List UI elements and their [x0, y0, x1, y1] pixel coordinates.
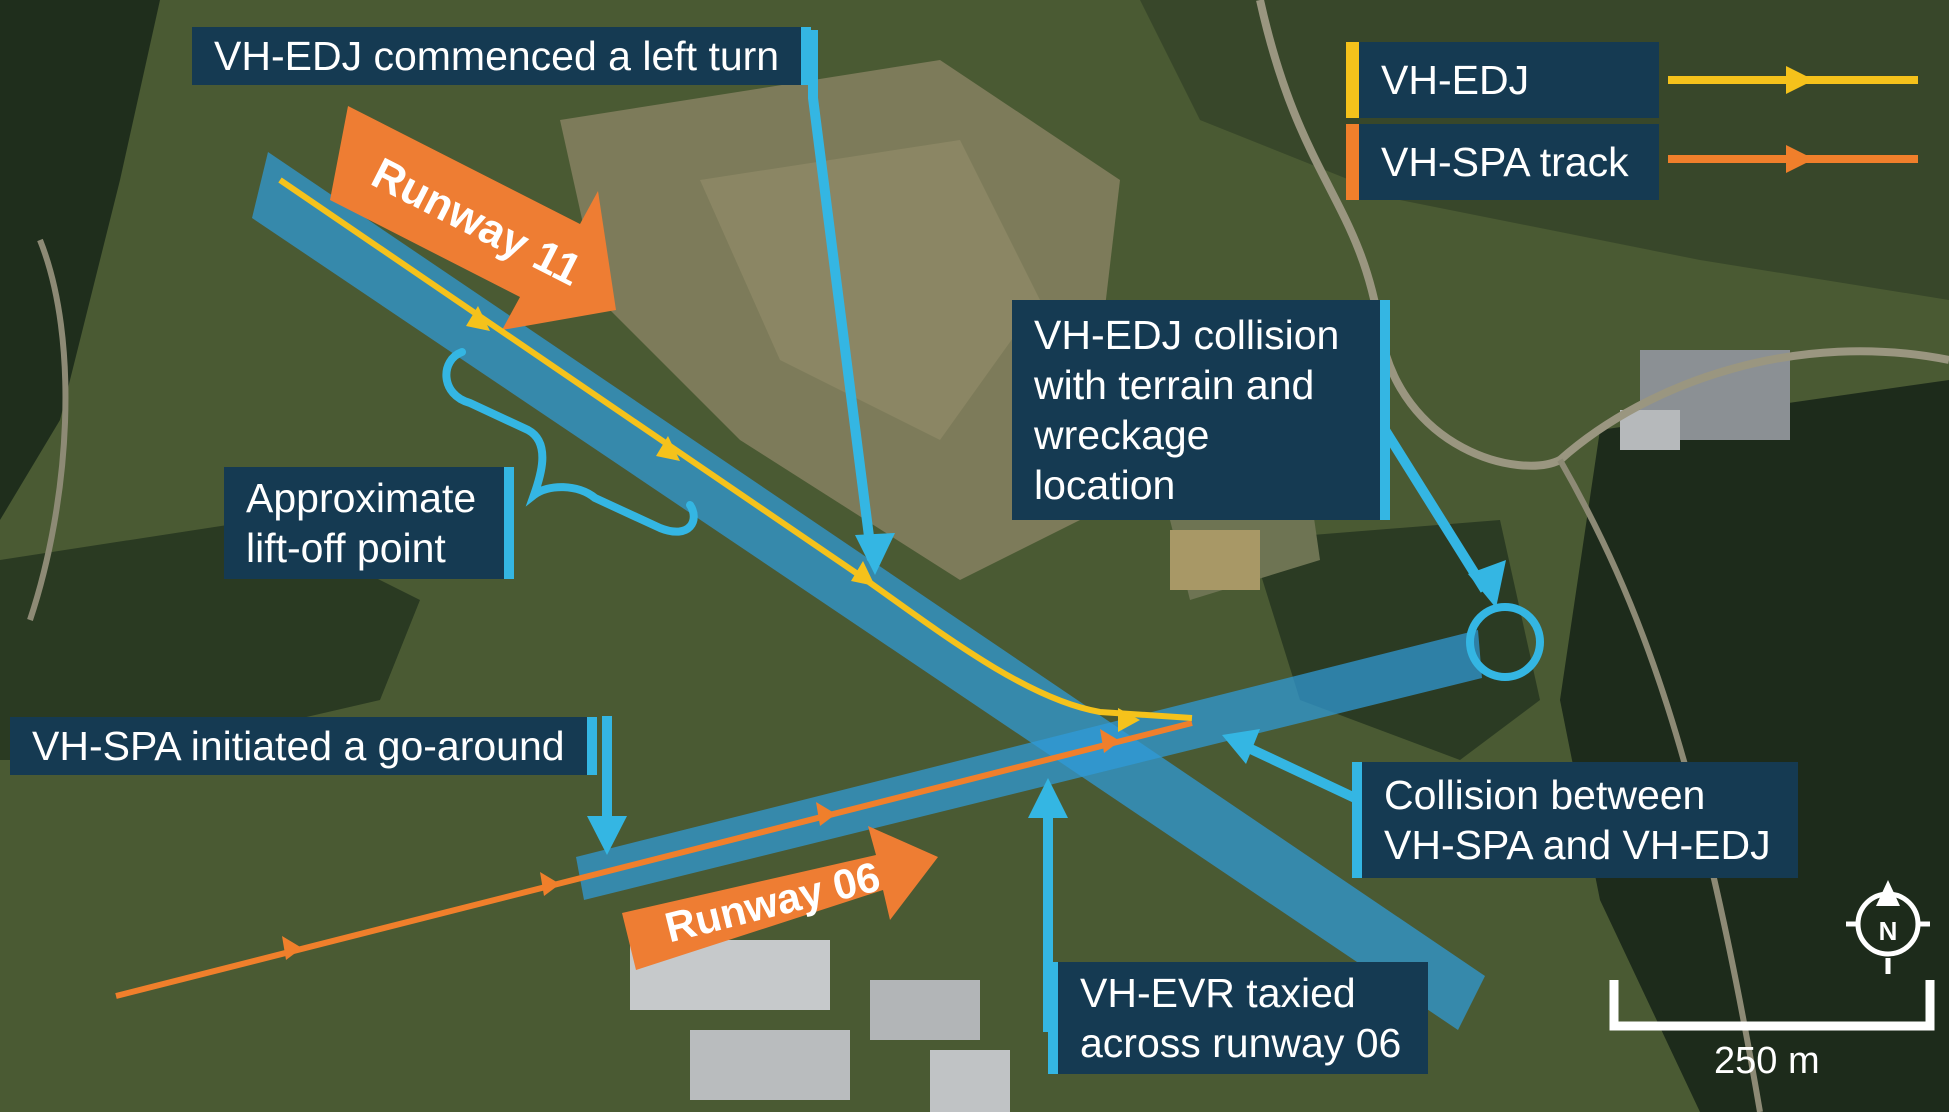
- legend-spa-bar: [1346, 124, 1359, 200]
- wreckage-pointer: [1380, 427, 1490, 593]
- wreckage-arrowhead: [1468, 560, 1506, 608]
- callout-go-around: VH-SPA initiated a go-around: [10, 717, 597, 775]
- building: [1620, 410, 1680, 450]
- road: [1557, 347, 1949, 463]
- collision-pointer: [1235, 738, 1358, 803]
- vh-edj-track-arrowhead: [851, 561, 875, 586]
- compass-label: N: [1879, 916, 1898, 946]
- road: [27, 238, 69, 621]
- vh-edj-track: [278, 177, 1193, 721]
- forest-patch: [1560, 380, 1949, 1112]
- liftoff-brace: [442, 348, 698, 536]
- vh-spa-track-arrowhead: [816, 802, 836, 826]
- legend-swatches: [1346, 42, 1918, 200]
- callout-liftoff: Approximate lift-off point: [224, 467, 514, 579]
- callout-left-turn: VH-EDJ commenced a left turn: [192, 27, 812, 85]
- callout-wreckage: VH-EDJ collision with terrain and wrecka…: [1012, 300, 1390, 520]
- vh-edj-track-arrowhead: [466, 306, 490, 331]
- callout-go-around-text: VH-SPA initiated a go-around: [32, 723, 565, 769]
- hangar-row: [930, 1050, 1010, 1112]
- left-turn-arrowhead: [855, 533, 895, 575]
- callout-evr-line2: across runway 06: [1080, 1020, 1402, 1066]
- vh-spa-track-arrowhead: [1100, 729, 1120, 753]
- runway-06-arrow: [622, 826, 938, 970]
- quarry-area: [700, 140, 1040, 440]
- scale-bar: [1609, 980, 1935, 1031]
- evr-arrowhead: [1028, 778, 1068, 818]
- legend-item-spa: VH-SPA track: [1359, 124, 1659, 200]
- hangar-row: [870, 980, 980, 1040]
- callout-wreckage-line1: VH-EDJ collision: [1034, 312, 1340, 358]
- callout-left-turn-text: VH-EDJ commenced a left turn: [214, 33, 780, 79]
- callout-wreckage-line2: with terrain and: [1034, 362, 1315, 408]
- callout-liftoff-line2: lift-off point: [246, 525, 446, 571]
- vh-edj-track-arrowhead: [1118, 708, 1140, 732]
- legend-edj-arrowhead: [1786, 66, 1814, 94]
- legend-label-spa: VH-SPA track: [1381, 139, 1629, 185]
- scale-label: 250 m: [1714, 1040, 1820, 1082]
- legend-item-edj: VH-EDJ track: [1359, 42, 1659, 179]
- callout-wreckage-line3: wreckage location: [1034, 412, 1210, 508]
- road: [1557, 458, 1763, 1112]
- runway-11-arrow: [330, 106, 616, 330]
- forest-patch: [0, 520, 420, 760]
- callout-evr: VH-EVR taxied across runway 06: [1048, 962, 1428, 1074]
- callout-collision-line1: Collision between: [1384, 772, 1706, 818]
- forest-patch: [0, 0, 160, 520]
- wreckage-location-marker: [1466, 603, 1544, 681]
- vh-spa-track-arrowhead: [540, 872, 560, 896]
- pond: [1170, 530, 1260, 590]
- vh-spa-track-arrowhead: [282, 936, 302, 960]
- hangar-row: [690, 1030, 850, 1100]
- callout-evr-line1: VH-EVR taxied: [1080, 970, 1356, 1016]
- callout-collision-line2: VH-SPA and VH-EDJ: [1384, 822, 1771, 868]
- left-turn-pointer: [808, 30, 877, 561]
- vh-edj-track-arrowhead: [656, 436, 680, 461]
- callout-collision: Collision between VH-SPA and VH-EDJ: [1352, 762, 1798, 878]
- go-around-arrowhead: [587, 816, 627, 855]
- compass-icon: N: [1846, 880, 1930, 974]
- collision-arrowhead: [1222, 729, 1260, 764]
- legend-spa-arrowhead: [1786, 145, 1814, 173]
- callout-liftoff-line1: Approximate: [246, 475, 477, 521]
- callout-arrowheads: [587, 533, 1506, 855]
- legend-edj-bar: [1346, 42, 1359, 118]
